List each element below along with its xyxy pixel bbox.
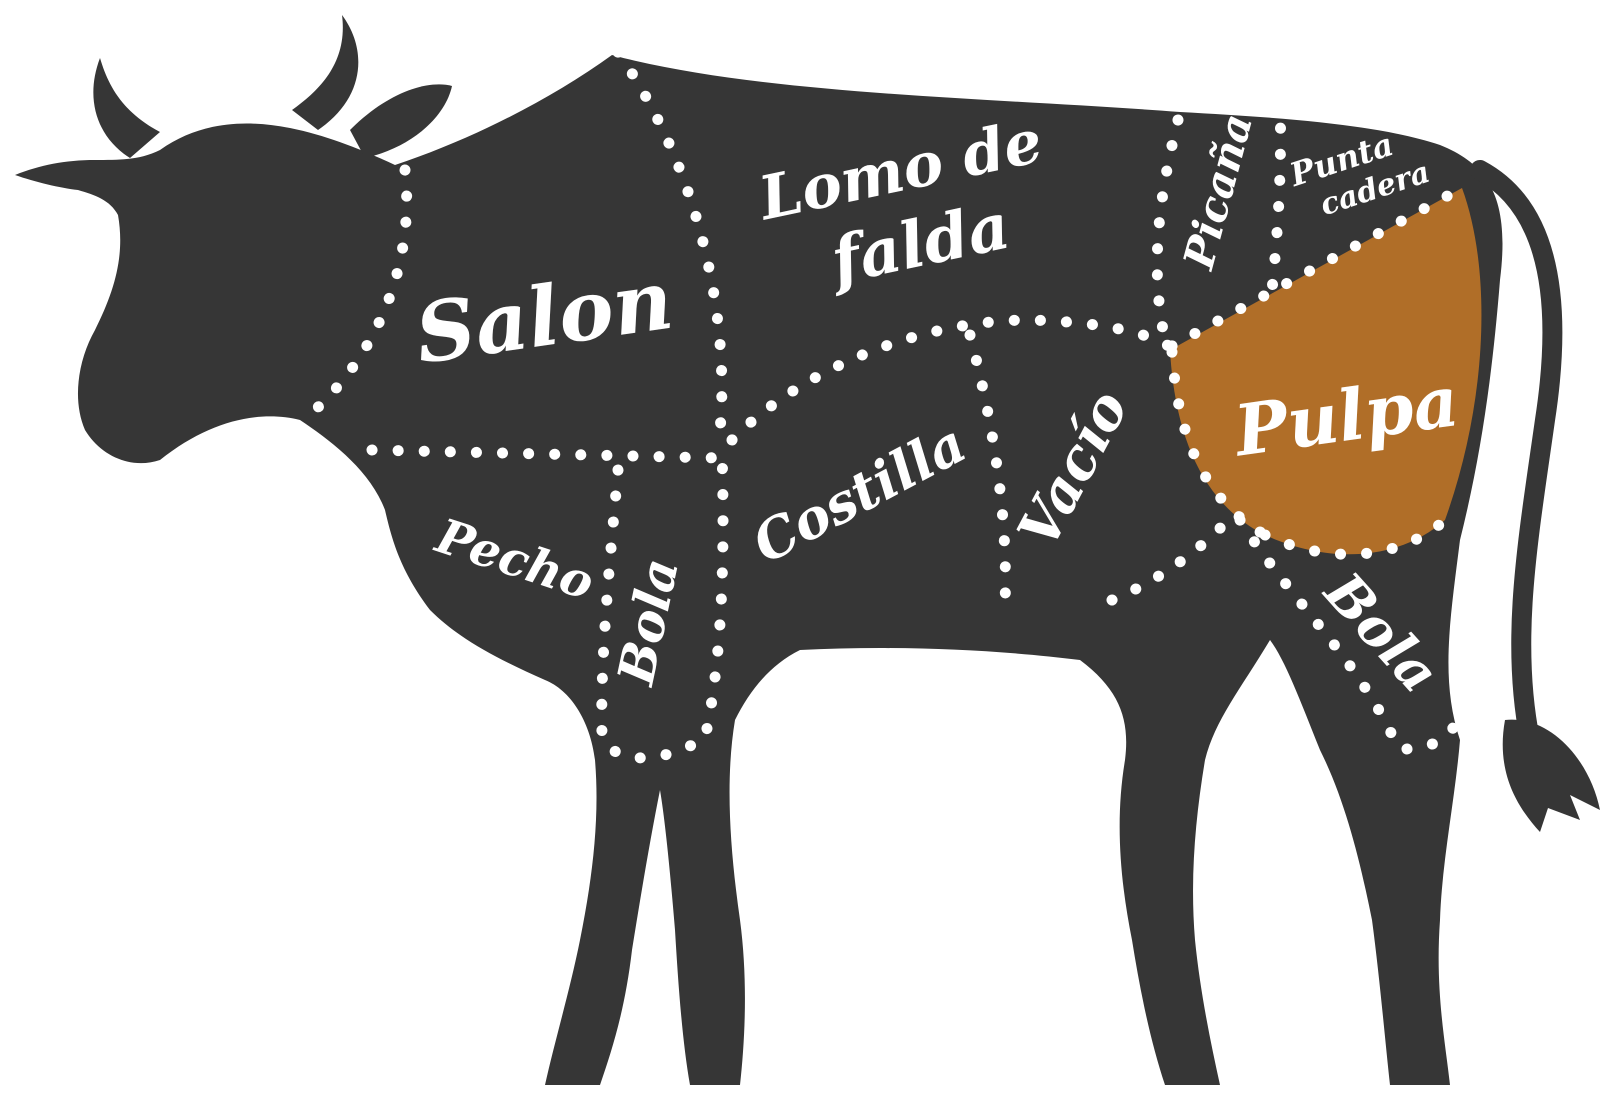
left-horn <box>93 58 160 158</box>
cow-ear <box>350 84 452 158</box>
right-horn <box>292 15 358 130</box>
tail-tuft <box>1503 720 1600 832</box>
